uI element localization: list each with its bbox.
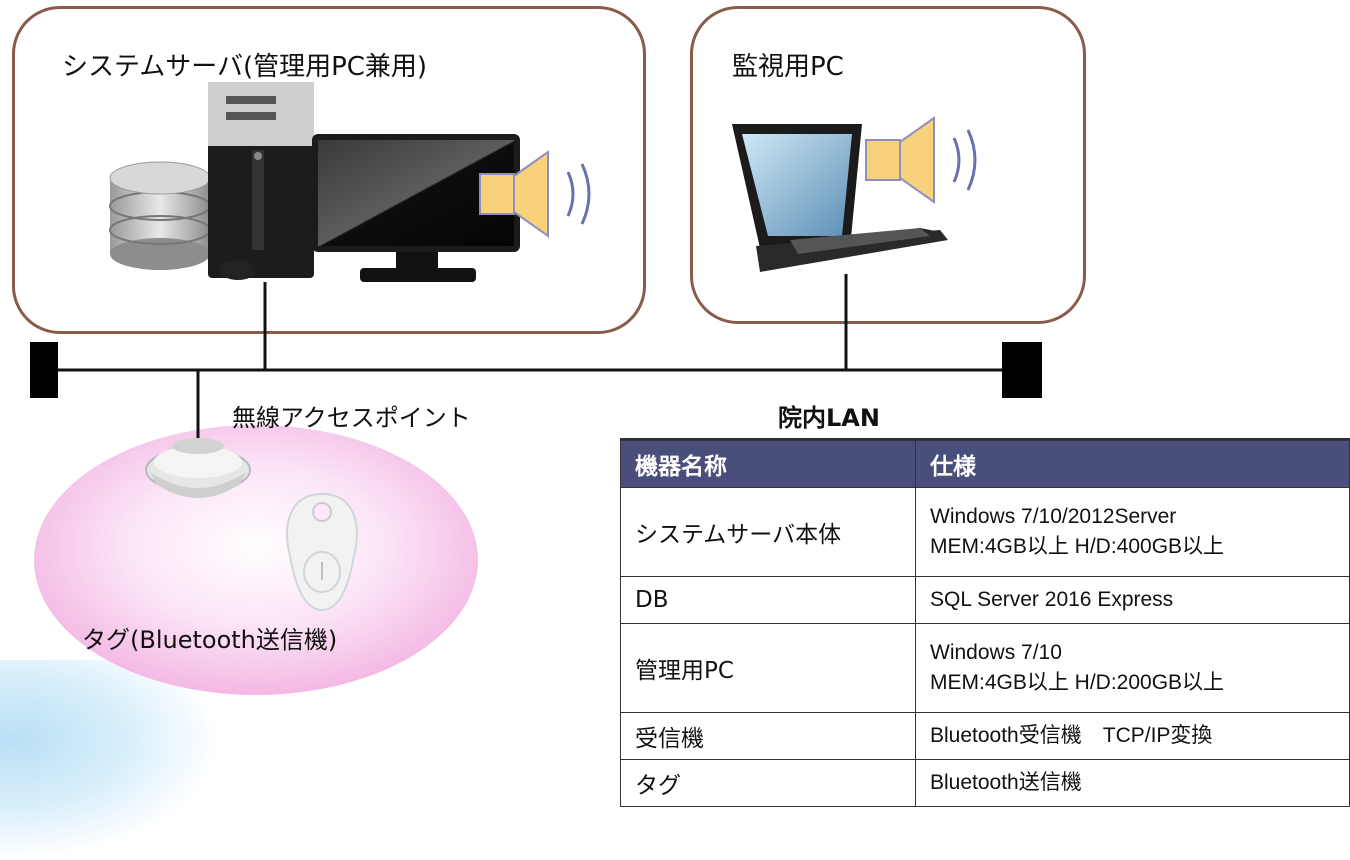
- spec-cell: SQL Server 2016 Express: [915, 576, 1350, 624]
- lan-terminator-right: [1002, 342, 1042, 398]
- tag-label: タグ(Bluetooth送信機): [82, 626, 338, 654]
- database-icon: [109, 161, 211, 270]
- table-row: システムサーバ本体 Windows 7/10/2012Server MEM:4G…: [620, 487, 1350, 577]
- server-panel-title: システムサーバ(管理用PC兼用): [62, 52, 428, 82]
- spec-line: MEM:4GB以上 H/D:400GB以上: [930, 535, 1225, 558]
- device-name-cell: DB: [620, 576, 916, 624]
- access-point-label: 無線アクセスポイント: [232, 404, 471, 432]
- spec-table: 機器名称 仕様 システムサーバ本体 Windows 7/10/2012Serve…: [620, 440, 1350, 807]
- header-spec: 仕様: [915, 440, 1350, 488]
- table-row: DB SQL Server 2016 Express: [620, 576, 1350, 624]
- table-row: 受信機 Bluetooth受信機 TCP/IP変換: [620, 712, 1350, 760]
- spec-line: MEM:4GB以上 H/D:200GB以上: [930, 671, 1225, 694]
- spec-line: Bluetooth送信機: [930, 771, 1082, 794]
- spec-cell: Bluetooth受信機 TCP/IP変換: [915, 712, 1350, 760]
- header-device-name: 機器名称: [620, 440, 916, 488]
- spec-line: SQL Server 2016 Express: [930, 588, 1174, 611]
- spec-cell: Bluetooth送信機: [915, 759, 1350, 807]
- table-header-row: 機器名称 仕様: [620, 440, 1350, 488]
- speaker-icon: [479, 150, 591, 238]
- spec-line: Windows 7/10: [930, 641, 1062, 664]
- spec-line: Bluetooth受信機 TCP/IP変換: [930, 724, 1213, 747]
- device-name-cell: システムサーバ本体: [620, 487, 916, 577]
- tower-pc-icon: [208, 82, 314, 278]
- tag-coverage-area: [34, 425, 478, 695]
- spec-cell: Windows 7/10 MEM:4GB以上 H/D:200GB以上: [915, 623, 1350, 713]
- table-row: 管理用PC Windows 7/10 MEM:4GB以上 H/D:200GB以上: [620, 623, 1350, 713]
- speaker-icon: [865, 116, 977, 204]
- bluetooth-tag-icon: [286, 492, 358, 612]
- spec-line: Windows 7/10/2012Server: [930, 505, 1177, 528]
- lan-terminator-left: [30, 342, 58, 398]
- device-name-cell: 管理用PC: [620, 623, 916, 713]
- monitor-panel-title: 監視用PC: [732, 52, 844, 82]
- laptop-icon: [732, 124, 948, 272]
- table-row: タグ Bluetooth送信機: [620, 759, 1350, 807]
- access-point-icon: [145, 438, 251, 498]
- device-name-cell: タグ: [620, 759, 916, 807]
- device-name-cell: 受信機: [620, 712, 916, 760]
- spec-cell: Windows 7/10/2012Server MEM:4GB以上 H/D:40…: [915, 487, 1350, 577]
- mouse-icon: [220, 260, 256, 280]
- lan-label: 院内LAN: [778, 404, 880, 432]
- network-diagram: [30, 82, 1042, 695]
